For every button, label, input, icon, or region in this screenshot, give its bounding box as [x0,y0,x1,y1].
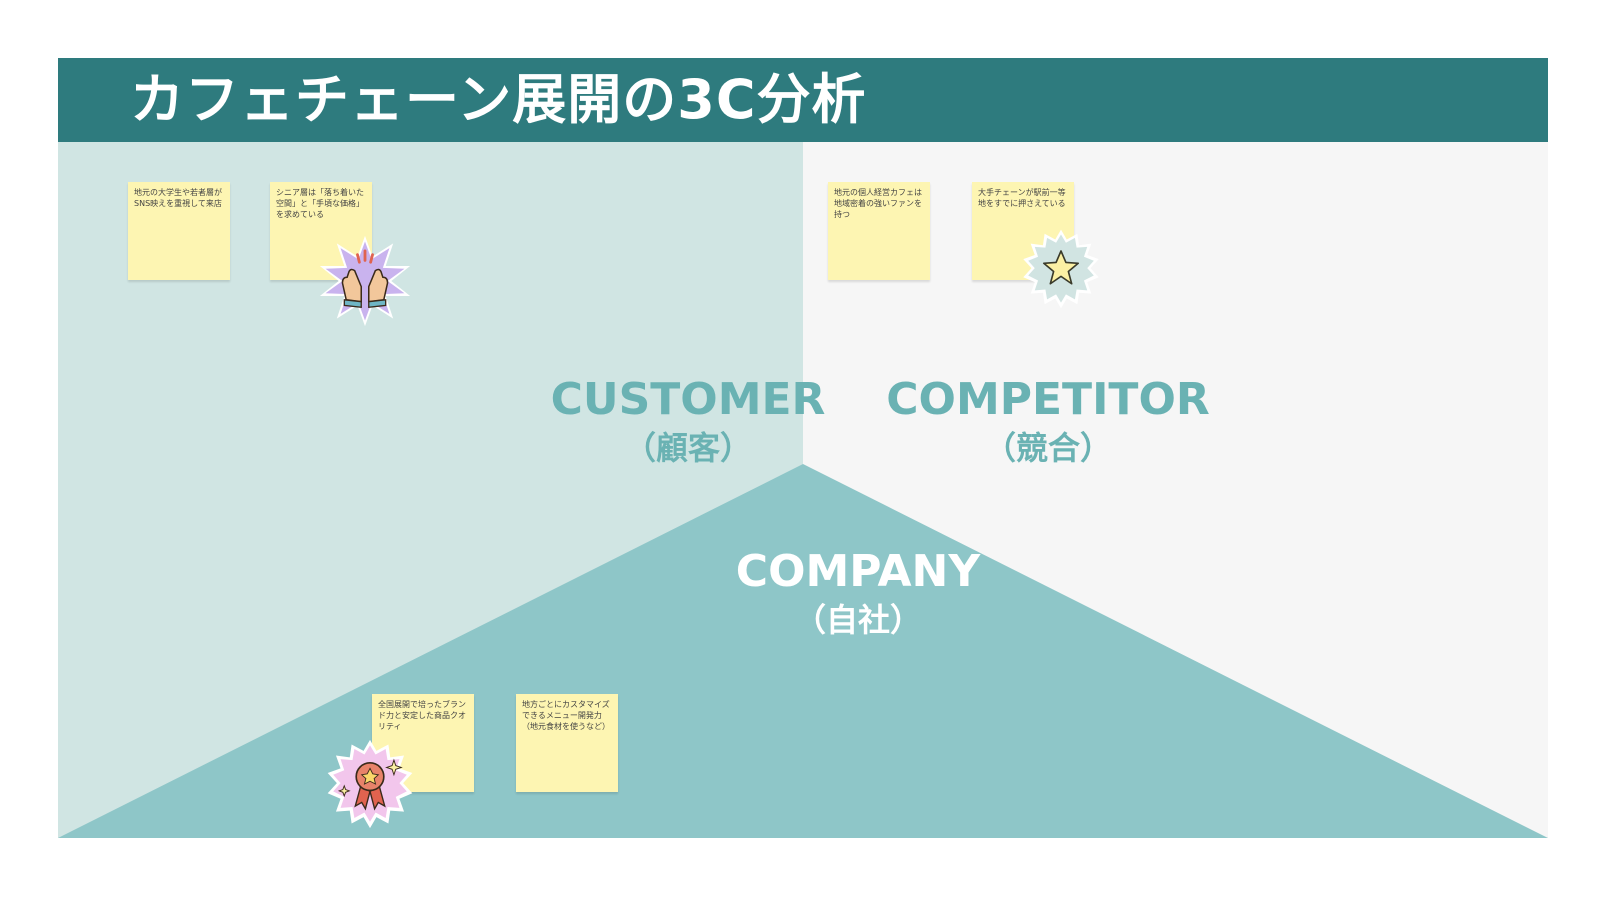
three-c-board: カフェチェーン展開の3C分析 CUSTOMER （顧客） COMPETITOR … [58,58,1548,838]
award-medal-icon[interactable] [324,738,416,830]
company-section-title: COMPANY （自社） [638,546,1078,642]
header-bar: カフェチェーン展開の3C分析 [58,58,1548,142]
high-five-hands-icon[interactable] [318,234,412,328]
customer-title-en: CUSTOMER [550,374,826,425]
company-title-jp: （自社） [793,601,922,639]
competitor-title-jp: （競合） [983,429,1112,467]
company-title-en: COMPANY [735,546,981,597]
sticky-note-customer-1[interactable]: 地元の大学生や若者層がSNS映えを重視して来店 [128,182,230,280]
customer-title-jp: （顧客） [623,429,752,467]
competitor-title-en: COMPETITOR [886,374,1210,425]
customer-section-title: CUSTOMER （顧客） [488,374,888,470]
star-icon[interactable] [1020,228,1102,310]
page-title: カフェチェーン展開の3C分析 [130,68,867,131]
sticky-note-competitor-1[interactable]: 地元の個人経営カフェは地域密着の強いファンを持つ [828,182,930,280]
sticky-note-company-2[interactable]: 地方ごとにカスタマイズできるメニュー開発力（地元食材を使うなど） [516,694,618,792]
competitor-section-title: COMPETITOR （競合） [838,374,1258,470]
